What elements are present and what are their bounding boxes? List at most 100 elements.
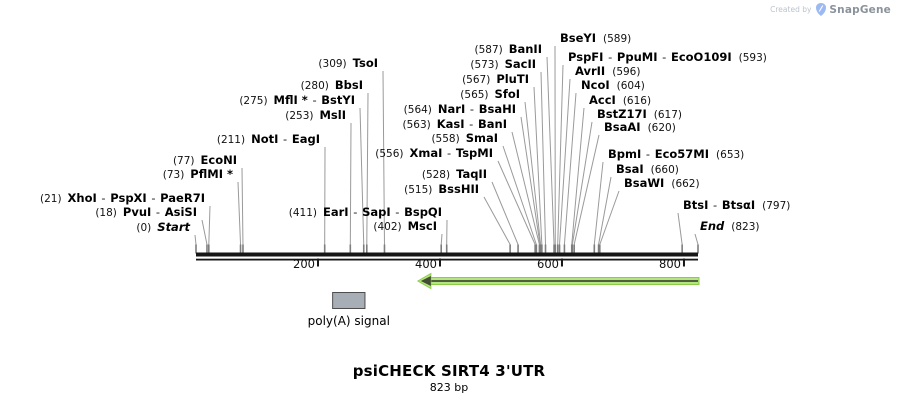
enzyme-name: EagI: [291, 132, 320, 146]
enzyme-name: BtsαI: [721, 198, 756, 212]
enzyme-site-label: (411)EarI - SapI - BspQI: [289, 206, 442, 220]
enzyme-name: EcoO109I: [670, 50, 732, 64]
site-callout-line: [194, 234, 197, 245]
enzyme-site-label: (565)SfoI: [460, 88, 520, 102]
enzyme-name: SapI: [362, 205, 391, 219]
feature-arrowhead-core: [420, 276, 431, 286]
enzyme-site-label: (280)BbsI: [301, 79, 363, 93]
enzyme-name: NotI: [251, 132, 279, 146]
site-position: (662): [671, 178, 700, 190]
enzyme-name: MflI *: [273, 93, 308, 107]
site-callout-line: [557, 64, 564, 245]
site-position: (280): [300, 80, 329, 92]
enzyme-name: EcoNI: [200, 153, 237, 167]
enzyme-site-label: (18)PvuI - AsiSI: [95, 206, 197, 220]
polya-signal-label: poly(A) signal: [307, 314, 390, 328]
site-callout-line: [533, 86, 543, 245]
enzyme-site-label: (253) MslI: [285, 109, 346, 123]
enzyme-name: End: [700, 219, 725, 233]
site-callout-line: [524, 101, 542, 245]
enzyme-name: TaqII: [456, 167, 487, 181]
enzyme-name: PpuMI: [616, 50, 658, 64]
enzyme-name: BssHII: [438, 182, 479, 196]
enzyme-site-label: BsaI (660): [616, 163, 679, 177]
site-callout-line: [571, 121, 593, 245]
enzyme-site-label: (275)MflI * - BstYI: [239, 94, 355, 108]
site-position: (617): [653, 109, 682, 121]
enzyme-site-label: (564)NarI - BsaHI: [404, 103, 516, 117]
site-callout-line: [546, 56, 555, 245]
enzyme-name: PspFI: [568, 50, 604, 64]
enzyme-site-label: BtsI - BtsαI(797): [683, 199, 790, 213]
site-position: (411): [288, 207, 318, 219]
site-position: (211): [216, 134, 246, 146]
enzyme-site-label: (515) BssHII: [404, 183, 479, 197]
site-position: (253): [285, 110, 314, 122]
site-position: (565): [460, 89, 489, 101]
site-position: (275): [239, 95, 268, 107]
site-callout-line: [520, 116, 541, 245]
enzyme-name: MscI: [407, 219, 437, 233]
site-callout-line: [571, 107, 585, 245]
enzyme-name: MslI: [319, 108, 346, 122]
site-name-separator: -: [466, 102, 478, 116]
site-position: (587): [474, 44, 503, 56]
snapgene-logo-icon: [816, 3, 827, 16]
site-position: (21): [39, 193, 62, 205]
enzyme-name: PaeR7I: [160, 191, 205, 205]
site-callout-line: [559, 78, 571, 245]
enzyme-name: EarI: [323, 205, 349, 219]
site-callout-line: [491, 181, 519, 245]
enzyme-site-label: PspFI - PpuMI - EcoO109I(593): [568, 51, 767, 65]
site-name-separator: -: [391, 205, 404, 219]
site-callout-line: [502, 145, 537, 245]
site-callout-line: [208, 205, 211, 245]
enzyme-name: BsaI: [616, 162, 644, 176]
enzyme-name: BsaAI: [604, 120, 641, 134]
site-position: (515): [404, 184, 433, 196]
enzyme-name: NarI: [437, 102, 466, 116]
site-position: (563): [402, 119, 431, 131]
site-name-separator: -: [443, 146, 455, 160]
site-callout-line: [359, 107, 365, 245]
sequence-bar: [196, 252, 698, 257]
site-callout-line: [540, 71, 547, 245]
site-position: (528): [421, 169, 451, 181]
site-position: (558): [431, 133, 460, 145]
site-position: (797): [762, 200, 791, 212]
enzyme-name: TspMI: [455, 146, 493, 160]
site-position: (573): [470, 59, 499, 71]
enzyme-site-label: (309)TsoI: [318, 57, 378, 71]
enzyme-name: AsiSI: [164, 205, 197, 219]
site-position: (660): [650, 164, 679, 176]
site-position: (604): [616, 80, 645, 92]
sequence-length: 823 bp: [429, 381, 469, 394]
enzyme-site-label: (211) NotI - EagI: [217, 133, 320, 147]
enzyme-name: XmaI: [409, 146, 443, 160]
enzyme-name: BspQI: [404, 205, 442, 219]
enzyme-site-label: (563)KasI - BanI: [403, 118, 508, 132]
terminus-label: End(823): [700, 220, 760, 234]
axis-tick-label: 800: [659, 257, 681, 271]
enzyme-site-label: BsaAI(620): [604, 121, 676, 135]
site-name-separator: -: [279, 132, 291, 146]
enzyme-site-label: AvrII(596): [575, 65, 640, 79]
enzyme-name: PflMI *: [190, 167, 233, 181]
enzyme-name: AccI: [589, 93, 616, 107]
site-callout-line: [483, 196, 511, 245]
enzyme-name: XhoI: [67, 191, 97, 205]
enzyme-name: NcoI: [581, 78, 610, 92]
site-position: (18): [95, 207, 117, 219]
enzyme-name: PspXI: [110, 191, 147, 205]
site-callout-line: [497, 160, 536, 245]
site-position: (616): [622, 95, 652, 107]
enzyme-site-label: (21)XhoI - PspXI - PaeR7I: [40, 192, 205, 206]
site-name-separator: -: [658, 50, 670, 64]
site-callout-line: [599, 190, 620, 245]
enzyme-site-label: NcoI (604): [581, 79, 645, 93]
site-callout-line: [440, 233, 443, 245]
enzyme-name: BsaHI: [478, 102, 516, 116]
site-position: (589): [603, 33, 632, 45]
enzyme-name: PluTI: [496, 72, 529, 86]
